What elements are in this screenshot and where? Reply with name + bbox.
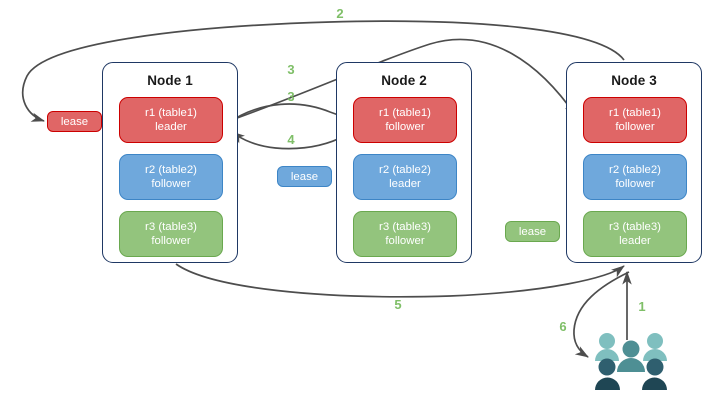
replica-role: follower (385, 235, 425, 247)
replica-r3[interactable]: r3 (table3) follower (119, 211, 223, 257)
replica-r1[interactable]: r1 (table1) follower (353, 97, 457, 143)
step-label-3-upper: 3 (287, 62, 295, 77)
replica-role: follower (615, 178, 655, 190)
lease-badge-blue[interactable]: lease (277, 166, 332, 187)
step-label-6: 6 (559, 319, 567, 334)
replica-name: r3 (table3) (145, 221, 197, 233)
lease-badge-green[interactable]: lease (505, 221, 560, 242)
step-label-2: 2 (336, 6, 344, 21)
node-title: Node 1 (147, 73, 193, 88)
replica-name: r2 (table2) (609, 164, 661, 176)
lease-badge-red[interactable]: lease (47, 111, 102, 132)
replica-name: r2 (table2) (145, 164, 197, 176)
node-box-1[interactable]: Node 1 r1 (table1) leader r2 (table2) fo… (102, 62, 238, 263)
node-title: Node 3 (611, 73, 657, 88)
replica-r1[interactable]: r1 (table1) follower (583, 97, 687, 143)
replica-role: follower (151, 235, 191, 247)
replica-r2[interactable]: r2 (table2) leader (353, 154, 457, 200)
lease-label: lease (290, 170, 319, 183)
replica-name: r1 (table1) (609, 107, 661, 119)
lease-label: lease (518, 225, 547, 238)
replica-r3[interactable]: r3 (table3) leader (583, 211, 687, 257)
replica-name: r1 (table1) (379, 107, 431, 119)
replica-r1[interactable]: r1 (table1) leader (119, 97, 223, 143)
replica-r2[interactable]: r2 (table2) follower (119, 154, 223, 200)
step-label-1: 1 (638, 299, 646, 314)
step-label-4: 4 (287, 132, 295, 147)
replica-name: r1 (table1) (145, 107, 197, 119)
replica-role: leader (155, 121, 187, 133)
replica-name: r3 (table3) (609, 221, 661, 233)
users-icon (595, 333, 667, 390)
replica-role: follower (151, 178, 191, 190)
replica-name: r3 (table3) (379, 221, 431, 233)
replica-r3[interactable]: r3 (table3) follower (353, 211, 457, 257)
replica-name: r2 (table2) (379, 164, 431, 176)
lease-label: lease (60, 115, 89, 128)
replica-role: follower (385, 121, 425, 133)
replica-role: leader (389, 178, 421, 190)
step-label-5: 5 (394, 297, 402, 312)
node-title: Node 2 (381, 73, 427, 88)
edge-step-5 (175, 263, 625, 298)
replica-role: leader (619, 235, 651, 247)
replica-r2[interactable]: r2 (table2) follower (583, 154, 687, 200)
step-label-3-lower: 3 (287, 89, 295, 104)
node-box-3[interactable]: Node 3 r1 (table1) follower r2 (table2) … (566, 62, 702, 263)
node-box-2[interactable]: Node 2 r1 (table1) follower r2 (table2) … (336, 62, 472, 263)
replica-role: follower (615, 121, 655, 133)
